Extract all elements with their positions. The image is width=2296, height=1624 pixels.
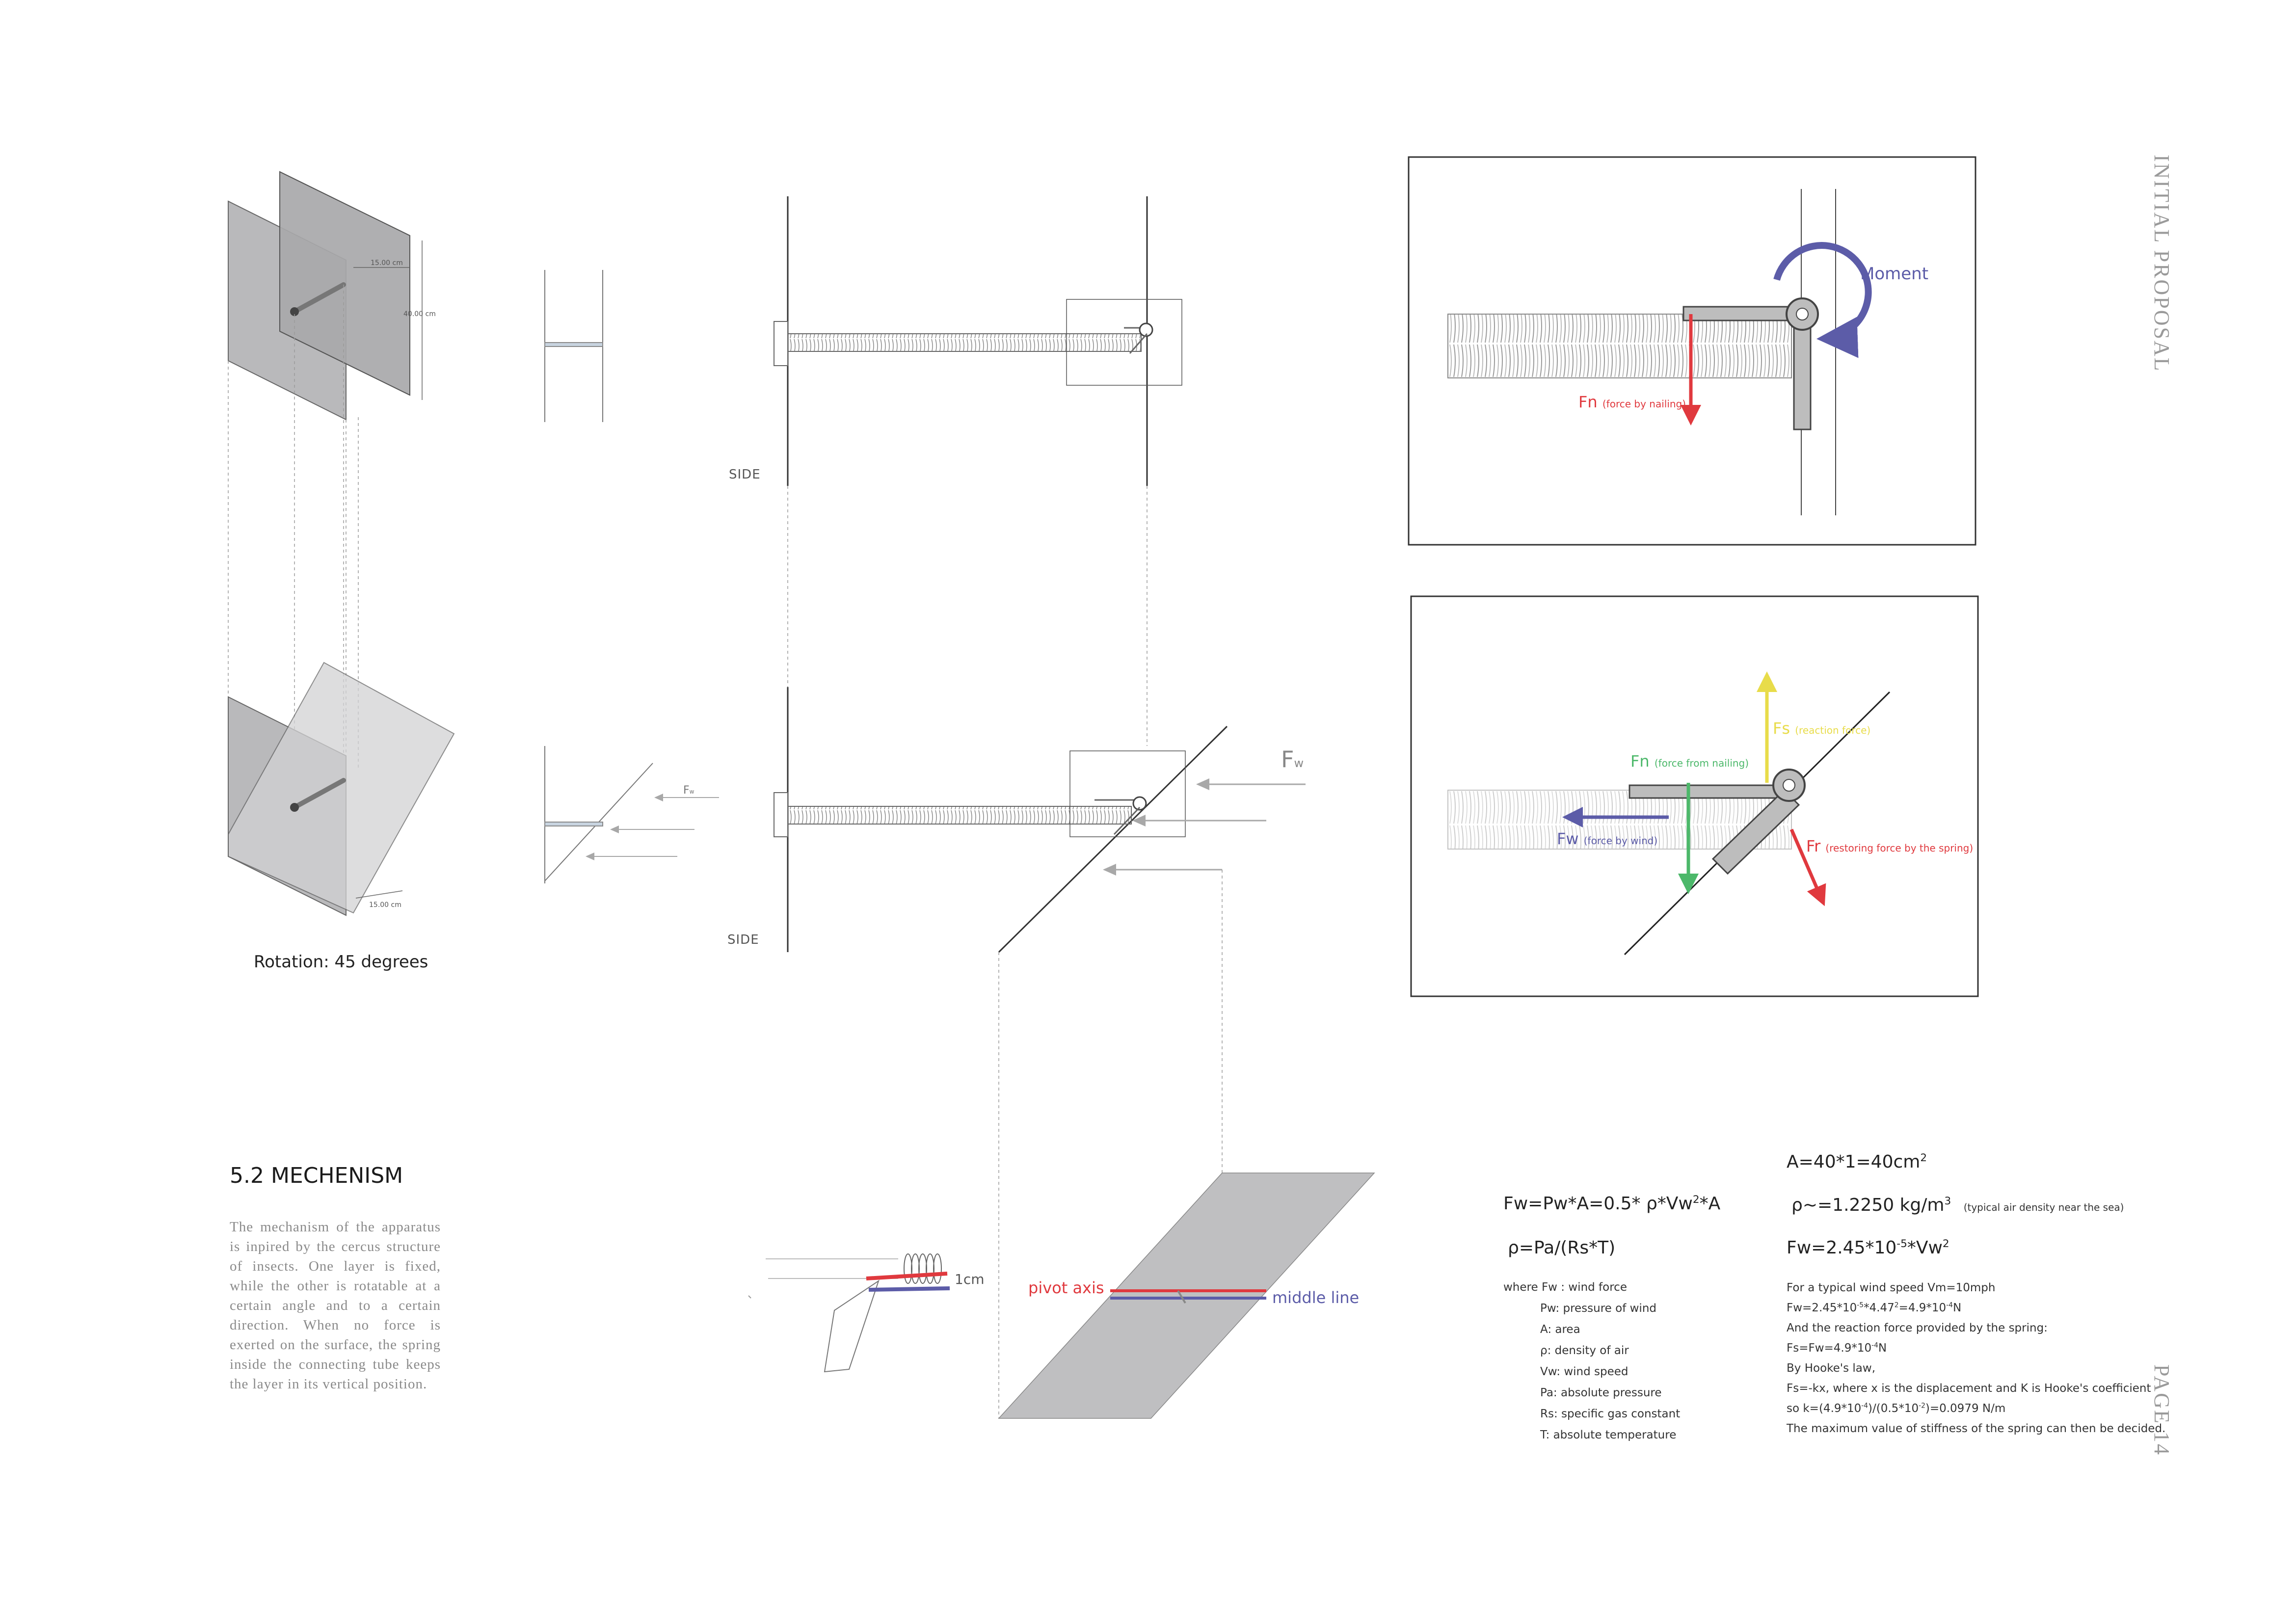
fs-label: Fs (reaction force) [1773, 719, 1871, 738]
iso-panels-rotated [228, 662, 455, 916]
area-formula: A=40*1=40cm2 [1787, 1152, 1927, 1172]
calc-line: Fs=Fw=4.9*10-4N [1787, 1341, 1887, 1355]
dim-width-top: 15.00 cm [371, 259, 403, 267]
calc-line: Fw=2.45*10-5*4.472=4.9*10-4N [1787, 1301, 1962, 1314]
where-item: Pa: absolute pressure [1540, 1386, 1662, 1399]
calc-line: The maximum value of stiffness of the sp… [1787, 1422, 2166, 1435]
where-item: T: absolute temperature [1540, 1429, 1677, 1441]
small-side-view-top [544, 270, 603, 422]
middle-line-label: middle line [1272, 1288, 1360, 1307]
where-list: where Fw : wind force Pw: pressure of wi… [1503, 1277, 1680, 1446]
where-item: Vw: wind speed [1540, 1365, 1629, 1378]
fw-wind-label: Fw (force by wind) [1557, 829, 1658, 848]
rotation-caption: Rotation: 45 degrees [254, 952, 428, 972]
where-item: A: area [1540, 1323, 1580, 1336]
dim-width-bottom: 15.00 cm [369, 901, 401, 909]
pivot-axis-label: pivot axis [1028, 1278, 1104, 1297]
side-label-top: SIDE [729, 467, 761, 482]
fw-large-label: Fw [1281, 746, 1304, 772]
side-view-bottom [774, 687, 1306, 1418]
section-description: The mechanism of the apparatus is inpire… [230, 1219, 441, 1392]
calc-line: Fs=-kx, where x is the displacement and … [1787, 1382, 2151, 1395]
side-label-bottom: SIDE [727, 932, 759, 947]
iso-panels-vertical [228, 171, 423, 421]
detail-box-forces [1410, 595, 1979, 997]
where-item: Pw: pressure of wind [1540, 1302, 1656, 1315]
where-item: ρ: density of air [1540, 1344, 1629, 1357]
calc-line: so k=(4.9*10-4)/(0.5*10-2)=0.0979 N/m [1787, 1402, 2006, 1415]
calc-line: For a typical wind speed Vm=10mph [1787, 1281, 1996, 1294]
detail-box-moment [1408, 156, 1976, 546]
rho-formula: ρ=Pa/(Rs*T) [1508, 1238, 1616, 1258]
where-item: Rs: specific gas constant [1540, 1408, 1681, 1420]
vertical-title: INITIAL PROPOSAL [2150, 155, 2174, 373]
page-label: PAGE 14 [2150, 1364, 2174, 1456]
moment-label: Moment [1860, 264, 1929, 284]
rho-value: ρ~=1.2250 kg/m3 (typical air density nea… [1791, 1195, 2124, 1215]
one-cm-label: 1cm [955, 1271, 985, 1287]
hinge-detail [748, 1253, 950, 1373]
rotated-panel-pivot [998, 1172, 1375, 1419]
dim-height-top: 40.00 cm [403, 310, 436, 318]
fw-small-label: Fw [683, 784, 694, 797]
fw-formula: Fw=Pw*A=0.5* ρ*Vw2*A [1503, 1194, 1721, 1214]
small-side-view-bottom [544, 746, 719, 883]
calc-line: By Hooke's law, [1787, 1362, 1876, 1375]
fn-nailing-label: Fn (force by nailing) [1578, 393, 1686, 411]
fr-label: Fr (restoring force by the spring) [1806, 837, 1974, 855]
section-title: 5.2 MECHENISM [230, 1163, 403, 1188]
fw-value: Fw=2.45*10-5*Vw2 [1787, 1238, 1949, 1258]
where-item: where Fw : wind force [1503, 1281, 1627, 1294]
calc-list: For a typical wind speed Vm=10mph Fw=2.4… [1787, 1278, 2165, 1439]
calc-line: And the reaction force provided by the s… [1787, 1322, 2048, 1334]
fn-from-nailing-label: Fn (force from nailing) [1630, 752, 1749, 771]
